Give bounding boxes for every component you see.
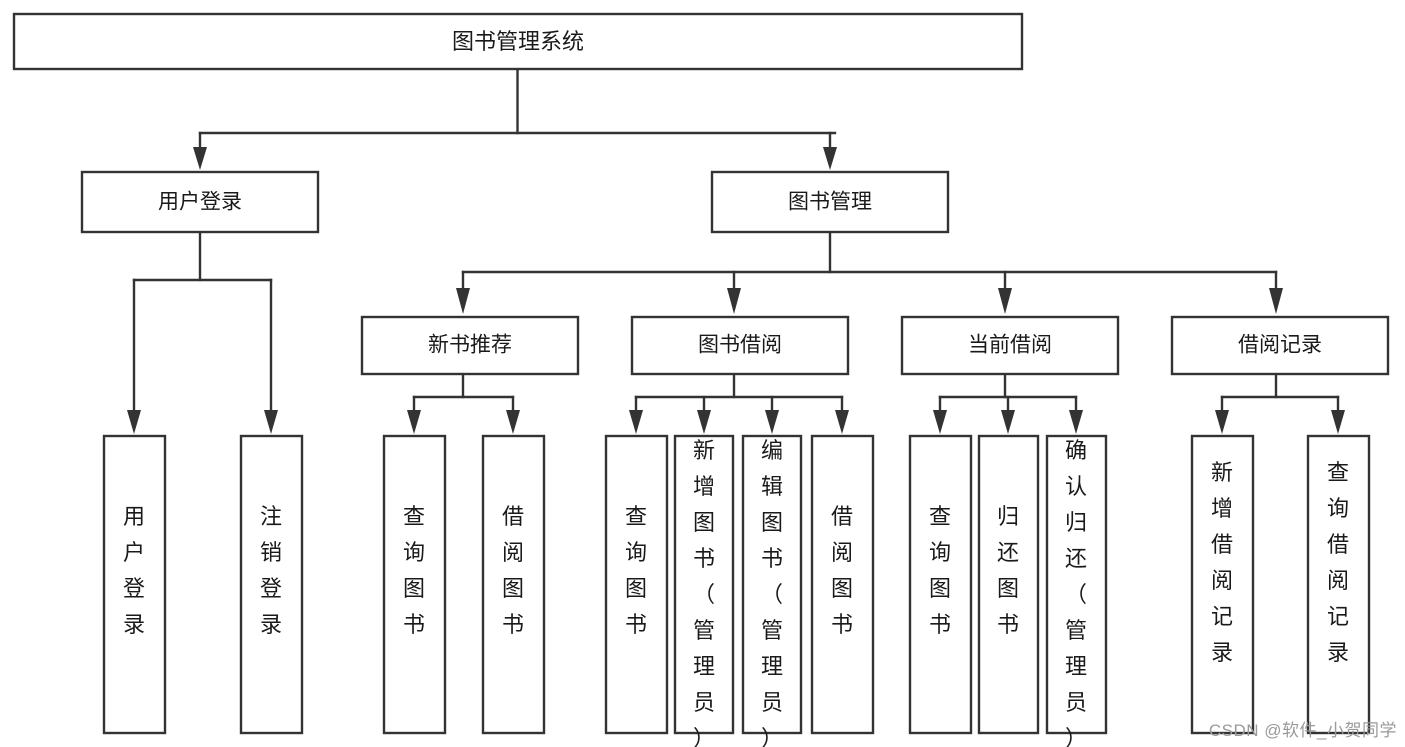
node-leaf-add-book[interactable]: 新增图书（管理员） [673,434,735,747]
node-borrow-record-label: 借阅记录 [1238,334,1322,357]
node-borrow-record[interactable]: 借阅记录 [1170,315,1390,376]
node-leaf-confirm-return-box[interactable] [1045,434,1108,735]
arrow-leaf-query-book-1 [407,410,421,434]
arrow-leaf-edit-book [765,410,779,434]
node-leaf-edit-book-label: 编辑图书（管理员） [761,438,783,747]
node-leaf-user-login[interactable]: 用户登录 [102,434,167,735]
node-leaf-query-book-3-label: 查询图书 [929,504,951,637]
arrow-leaf-query-book-3 [933,410,947,434]
node-leaf-query-record[interactable]: 查询借阅记录 [1306,434,1371,735]
node-leaf-borrow-book-2-label: 借阅图书 [831,504,853,637]
node-leaf-return-book[interactable]: 归还图书 [977,434,1040,735]
node-leaf-logout-label: 注销登录 [260,504,282,637]
node-leaf-query-book-1-label: 查询图书 [403,504,425,637]
node-current-borrow-label: 当前借阅 [968,334,1052,357]
node-leaf-add-record-box[interactable] [1190,434,1255,735]
arrow-leaf-add-record [1215,410,1229,434]
node-new-book-rec-box[interactable] [360,315,580,376]
node-leaf-borrow-book-1-box[interactable] [481,434,546,735]
node-leaf-add-book-label: 新增图书（管理员） [693,438,715,747]
node-root-label: 图书管理系统 [452,29,584,54]
arrow-leaf-user-login [127,410,141,434]
arrow-leaf-query-record [1331,410,1345,434]
node-leaf-add-record-label: 新增借阅记录 [1211,460,1233,665]
node-leaf-add-record[interactable]: 新增借阅记录 [1190,434,1255,735]
node-leaf-query-book-2-label: 查询图书 [625,504,647,637]
node-book-borrow-box[interactable] [630,315,850,376]
node-leaf-logout-box[interactable] [239,434,304,735]
node-book-manage-box[interactable] [710,170,950,234]
arrow-leaf-add-book [697,410,711,434]
arrow-leaf-borrow-book-2 [835,410,849,434]
node-leaf-query-book-2[interactable]: 查询图书 [604,434,669,735]
node-user-login[interactable]: 用户登录 [80,170,320,234]
node-leaf-query-book-3-box[interactable] [908,434,973,735]
node-leaf-return-book-box[interactable] [977,434,1040,735]
node-current-borrow-box[interactable] [900,315,1120,376]
node-book-borrow[interactable]: 图书借阅 [630,315,850,376]
node-book-manage[interactable]: 图书管理 [710,170,950,234]
node-leaf-edit-book-box[interactable] [741,434,803,735]
node-book-borrow-label: 图书借阅 [698,334,782,357]
arrow-leaf-logout [264,410,278,434]
node-new-book-rec[interactable]: 新书推荐 [360,315,580,376]
node-leaf-query-book-1[interactable]: 查询图书 [382,434,447,735]
node-leaf-user-login-label: 用户登录 [123,504,145,637]
node-leaf-query-book-3[interactable]: 查询图书 [908,434,973,735]
node-root-box[interactable] [12,12,1024,71]
arrow-leaf-borrow-book-1 [506,410,520,434]
node-root[interactable]: 图书管理系统 [12,12,1024,71]
node-leaf-add-book-box[interactable] [673,434,735,735]
arrow-book-manage [823,147,837,170]
node-leaf-query-record-box[interactable] [1306,434,1371,735]
node-leaf-query-record-label: 查询借阅记录 [1327,460,1349,665]
connector-layer [127,67,1345,434]
node-leaf-borrow-book-2[interactable]: 借阅图书 [810,434,875,735]
arrow-leaf-return-book [1001,410,1015,434]
node-leaf-borrow-book-1-label: 借阅图书 [502,504,524,637]
arrow-book-borrow [727,288,741,314]
node-leaf-confirm-return[interactable]: 确认归还（管理员） [1045,434,1108,747]
node-leaf-logout[interactable]: 注销登录 [239,434,304,735]
arrow-new-book-rec [456,288,470,314]
arrow-borrow-record [1269,288,1283,314]
node-user-login-label: 用户登录 [158,191,242,214]
node-leaf-user-login-box[interactable] [102,434,167,735]
arrow-current-borrow [998,288,1012,314]
node-user-login-box[interactable] [80,170,320,234]
node-borrow-record-box[interactable] [1170,315,1390,376]
node-leaf-confirm-return-label: 确认归还（管理员） [1065,438,1087,747]
arrow-user-login [193,147,207,170]
node-leaf-borrow-book-1[interactable]: 借阅图书 [481,434,546,735]
node-leaf-return-book-label: 归还图书 [997,504,1019,637]
node-leaf-edit-book[interactable]: 编辑图书（管理员） [741,434,803,747]
node-leaf-borrow-book-2-box[interactable] [810,434,875,735]
node-leaf-query-book-1-box[interactable] [382,434,447,735]
node-book-manage-label: 图书管理 [788,191,872,214]
arrow-leaf-query-book-2 [629,410,643,434]
arrow-leaf-confirm-return [1069,410,1083,434]
node-current-borrow[interactable]: 当前借阅 [900,315,1120,376]
node-new-book-rec-label: 新书推荐 [428,334,512,357]
node-leaf-query-book-2-box[interactable] [604,434,669,735]
